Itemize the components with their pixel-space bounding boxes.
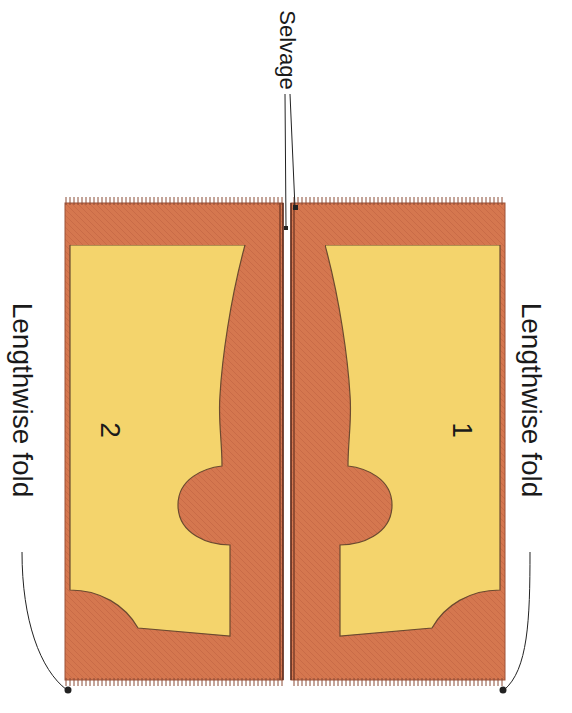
leader-dot: [500, 687, 507, 694]
fabric-panel: [65, 203, 283, 680]
selvage-line: [290, 203, 292, 680]
leader-line: [504, 552, 530, 690]
selvage-line: [282, 203, 284, 680]
fringe: [291, 678, 505, 686]
fabric-panel: [291, 203, 505, 680]
selvage-label: Selvage: [274, 10, 300, 90]
selvage-line: [279, 203, 281, 680]
leader-line: [285, 94, 286, 228]
fringe: [65, 678, 283, 686]
leader-dot: [293, 205, 298, 210]
fold-label: Lengthwise fold: [6, 303, 38, 498]
pattern-piece-outline: [69, 245, 246, 637]
pattern-piece: 2: [69, 245, 246, 637]
pattern-piece-shape: [70, 245, 245, 636]
selvage-line: [293, 203, 295, 680]
piece-number: 2: [94, 422, 126, 438]
pattern-piece-shape: [325, 245, 500, 636]
fold-label: Lengthwise fold: [515, 303, 547, 498]
piece-number: 1: [446, 422, 478, 438]
leader-line: [22, 552, 67, 690]
leader-dot: [284, 226, 288, 230]
leader-line: [290, 94, 295, 208]
pattern-piece-outline: [325, 245, 501, 637]
fringe: [291, 197, 505, 205]
pattern-piece: 1: [325, 245, 501, 637]
leader-dot: [65, 687, 72, 694]
fringe: [65, 197, 283, 205]
